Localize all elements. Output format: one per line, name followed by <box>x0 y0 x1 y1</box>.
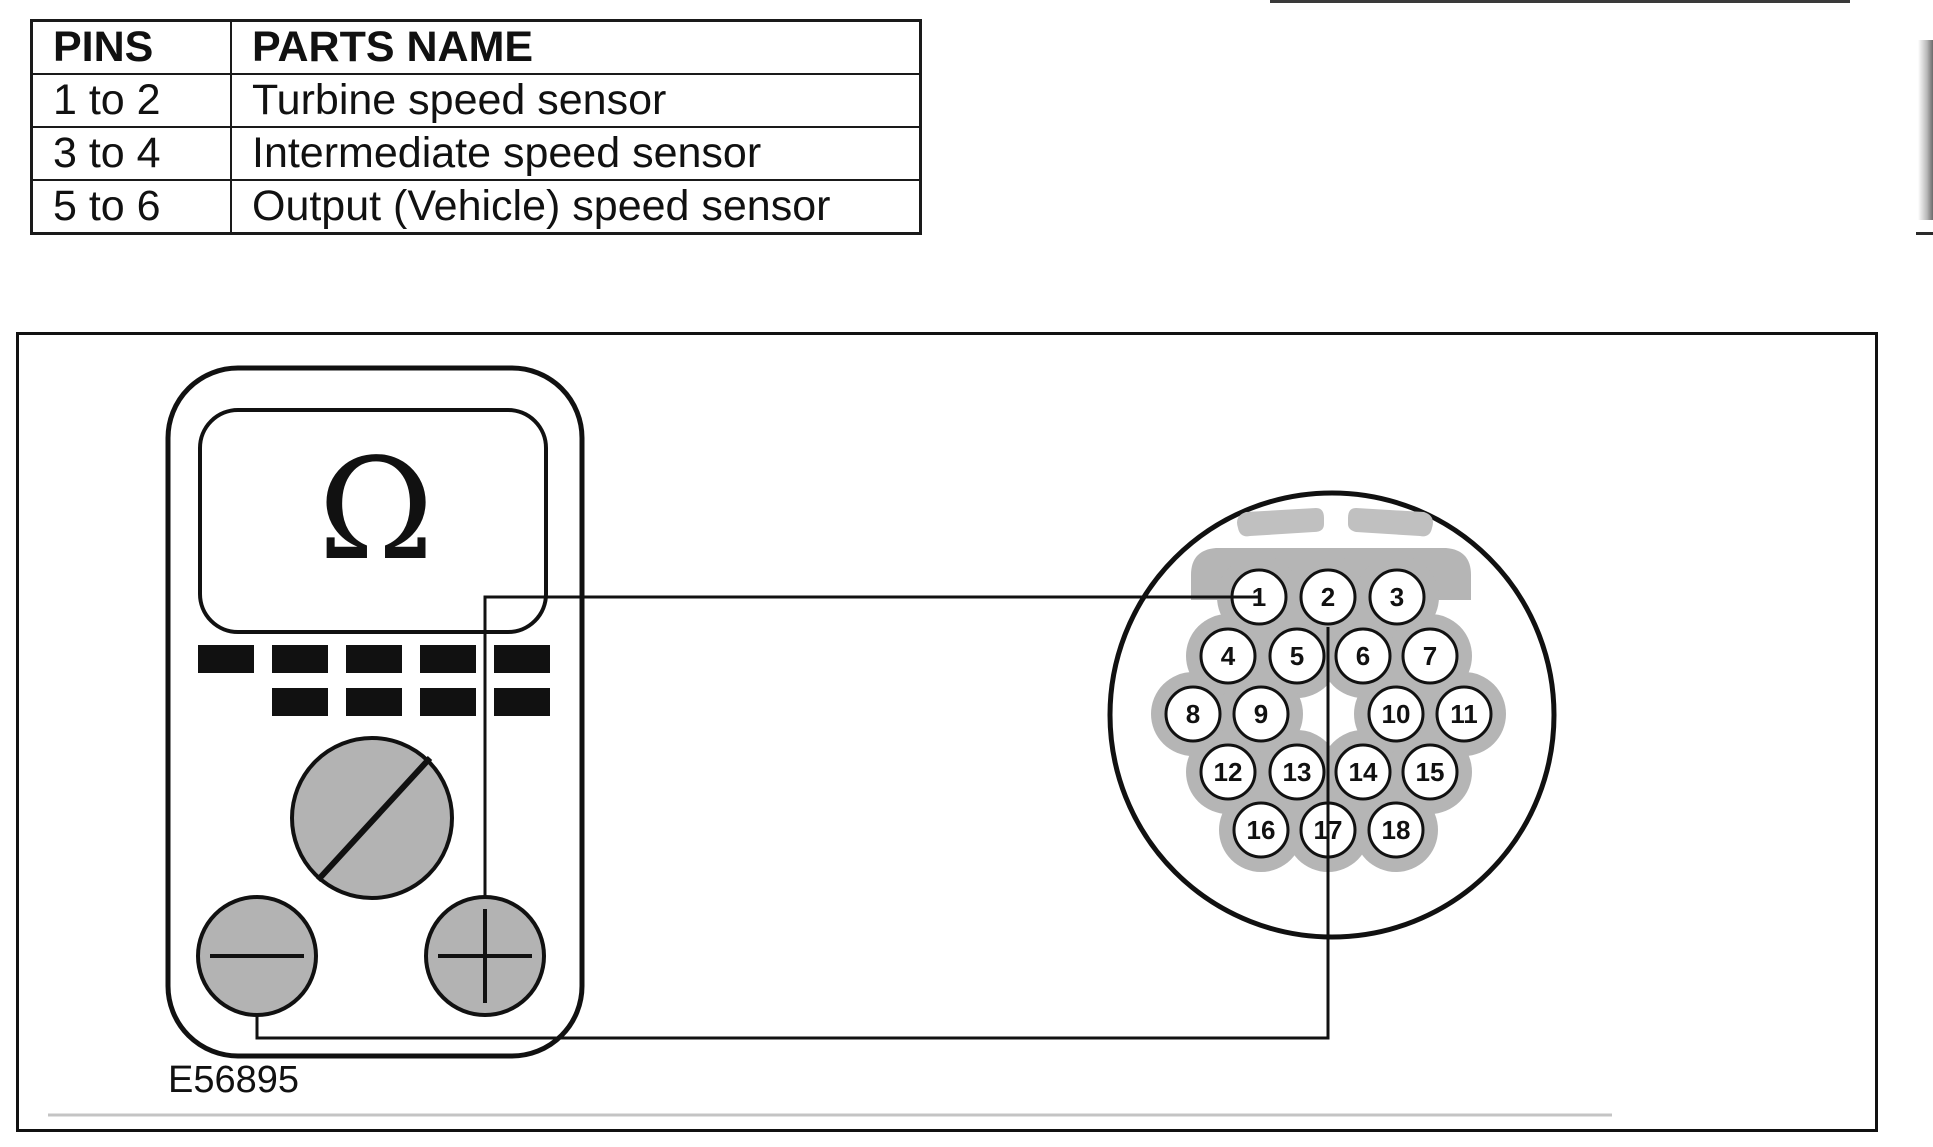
connector-pin-label: 9 <box>1254 699 1268 729</box>
connector-pin-11: 11 <box>1435 685 1493 743</box>
connector-pin-label: 15 <box>1416 757 1445 787</box>
connector-pin-12: 12 <box>1199 743 1257 801</box>
connector-pin-label: 2 <box>1321 582 1335 612</box>
keypad-key <box>420 645 476 673</box>
ohm-symbol: Ω <box>318 429 434 592</box>
minus-icon <box>196 895 318 1017</box>
row-pins: 1 to 2 <box>30 73 232 128</box>
connector-pin-label: 11 <box>1450 699 1478 729</box>
row-part: Turbine speed sensor <box>230 73 922 128</box>
page-edge-line <box>1916 232 1933 235</box>
table-row: 1 to 2 Turbine speed sensor <box>30 73 922 128</box>
table-row: 5 to 6 Output (Vehicle) speed sensor <box>30 179 922 235</box>
connector-key-tab <box>1237 508 1324 537</box>
positive-test-lead <box>483 595 1259 897</box>
connector-pin-label: 13 <box>1283 757 1312 787</box>
connector-pin-6: 6 <box>1334 627 1392 685</box>
connector-pin-5: 5 <box>1268 627 1326 685</box>
page-edge-shadow <box>1918 40 1933 220</box>
connector-pin-label: 10 <box>1382 699 1411 729</box>
row-pins: 3 to 4 <box>30 126 232 181</box>
connector-pin-8: 8 <box>1164 685 1222 743</box>
connector-pin-label: 14 <box>1349 757 1378 787</box>
connector-pin-label: 18 <box>1382 815 1411 845</box>
connector-pin-16: 16 <box>1232 801 1290 859</box>
header-parts-name: PARTS NAME <box>230 19 922 75</box>
table-header-row: PINS PARTS NAME <box>30 19 922 75</box>
diagram-frame <box>16 332 1878 1132</box>
keypad-key <box>346 645 402 673</box>
connector-pin-label: 5 <box>1290 641 1304 671</box>
pins-table: PINS PARTS NAME 1 to 2 Turbine speed sen… <box>30 19 922 235</box>
connector-pin-label: 12 <box>1214 757 1243 787</box>
connector-pin-label: 3 <box>1390 582 1404 612</box>
connector-pin-label: 8 <box>1186 699 1200 729</box>
connector-pin-18: 18 <box>1367 801 1425 859</box>
keypad-key <box>494 645 550 673</box>
connector-pin-4: 4 <box>1199 627 1257 685</box>
connector-pin-9: 9 <box>1232 685 1290 743</box>
negative-test-lead <box>255 627 1330 1040</box>
connector-pin-15: 15 <box>1401 743 1459 801</box>
connector-pin-label: 4 <box>1221 641 1236 671</box>
row-pins: 5 to 6 <box>30 179 232 235</box>
multimeter-keypad <box>198 645 550 716</box>
keypad-key <box>494 688 550 716</box>
table-row: 3 to 4 Intermediate speed sensor <box>30 126 922 181</box>
keypad-key <box>198 645 254 673</box>
connector-key-tab <box>1348 508 1433 537</box>
connector-pin-label: 7 <box>1423 641 1437 671</box>
keypad-key <box>272 688 328 716</box>
connector-pin-14: 14 <box>1334 743 1392 801</box>
multimeter-display <box>198 408 548 634</box>
page-edge-scrap <box>1270 0 1850 3</box>
row-part: Output (Vehicle) speed sensor <box>230 179 922 235</box>
connector-pin-10: 10 <box>1367 685 1425 743</box>
connector-pin-label: 16 <box>1247 815 1276 845</box>
header-pins: PINS <box>30 19 232 75</box>
keypad-key <box>420 688 476 716</box>
multimeter: Ω E56895 <box>165 365 585 1101</box>
keypad-key <box>272 645 328 673</box>
connector-pin-2: 2 <box>1299 568 1357 626</box>
connector-pin-13: 13 <box>1268 743 1326 801</box>
connector-pin-3: 3 <box>1368 568 1426 626</box>
connector-pin-label: 6 <box>1356 641 1370 671</box>
connector-pin-7: 7 <box>1401 627 1459 685</box>
row-part: Intermediate speed sensor <box>230 126 922 181</box>
selector-dial-indicator <box>315 755 433 883</box>
keypad-key <box>346 688 402 716</box>
plus-icon <box>424 895 546 1017</box>
figure-code: E56895 <box>168 1059 299 1101</box>
